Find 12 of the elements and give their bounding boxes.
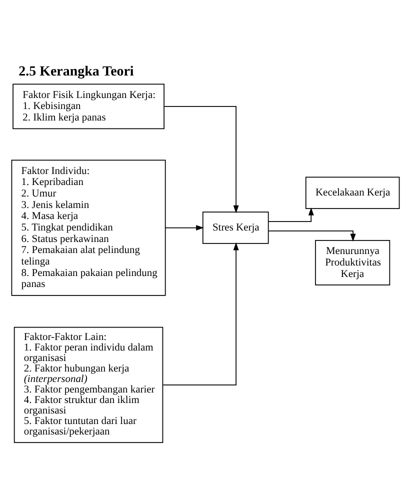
arrow: [162, 242, 239, 385]
arrow: [164, 106, 239, 213]
arrow: [268, 230, 356, 242]
diagram-title: 2.5 Kerangka Teori: [18, 64, 134, 79]
node-box: Faktor-Faktor Lain: 1. Faktor peran individu dalam organisasi 2. Faktor hubungan kerja (interpersonal) 3. Faktor pengembangan karier 4. Faktor struktur dan iklim organisasi 5. Faktor tuntutan dari luar organisasi/pekerjaan: [14, 326, 164, 442]
node-box: Kecelakaan Kerja: [305, 176, 400, 209]
node-box: Faktor Fisik Lingkungan Kerja: 1. Kebisingan 2. Iklim kerja panas: [12, 83, 164, 129]
node-box: Menurunnya Produktivitas Kerja: [315, 240, 390, 285]
arrow: [165, 224, 204, 230]
node-box: Stres Kerja: [202, 211, 269, 244]
node-box: Faktor Individu: 1. Kepribadian 2. Umur 3. Jenis kelamin 4. Masa kerja 5. Tingkat pendidikan 6. Status perkawinan 7. Pemakaian alat pelindung telinga 8. Pemakaian pakaian pelindung panas: [11, 159, 166, 296]
arrow: [268, 207, 314, 222]
